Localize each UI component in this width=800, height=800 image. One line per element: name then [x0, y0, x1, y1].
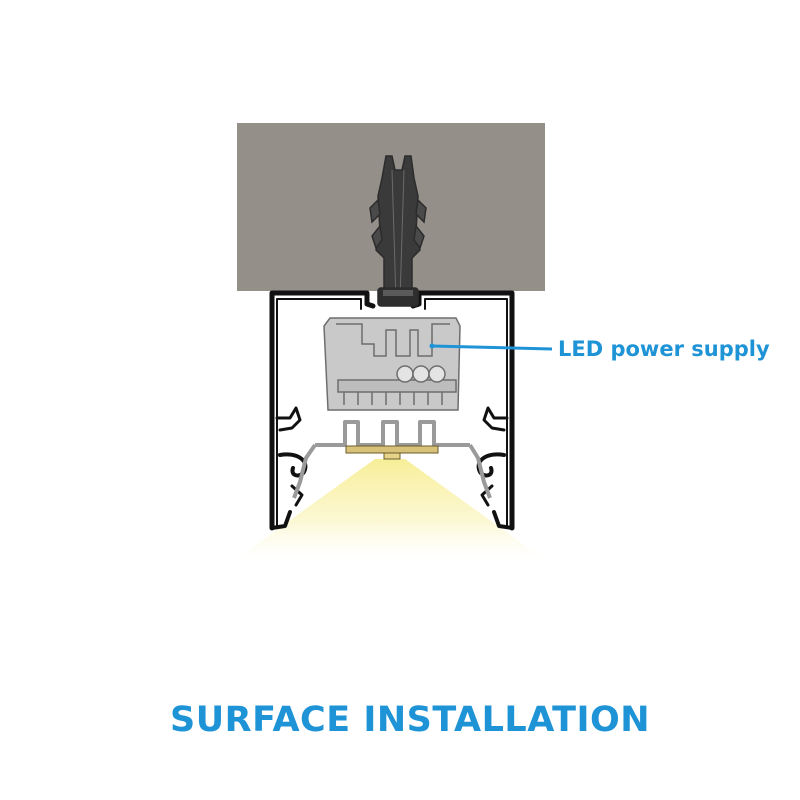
diagram-caption: SURFACE INSTALLATION — [169, 700, 651, 740]
callout-leader-line — [431, 344, 553, 351]
callout-dot — [429, 343, 435, 349]
wall-plug-icon — [369, 155, 427, 307]
light-beam — [232, 459, 548, 562]
led-strip-holder — [292, 420, 492, 499]
led-strip — [345, 445, 439, 454]
led-chip — [383, 452, 401, 460]
callout-label-power-supply: LED power supply — [558, 337, 770, 361]
power-supply-unit — [323, 317, 461, 411]
